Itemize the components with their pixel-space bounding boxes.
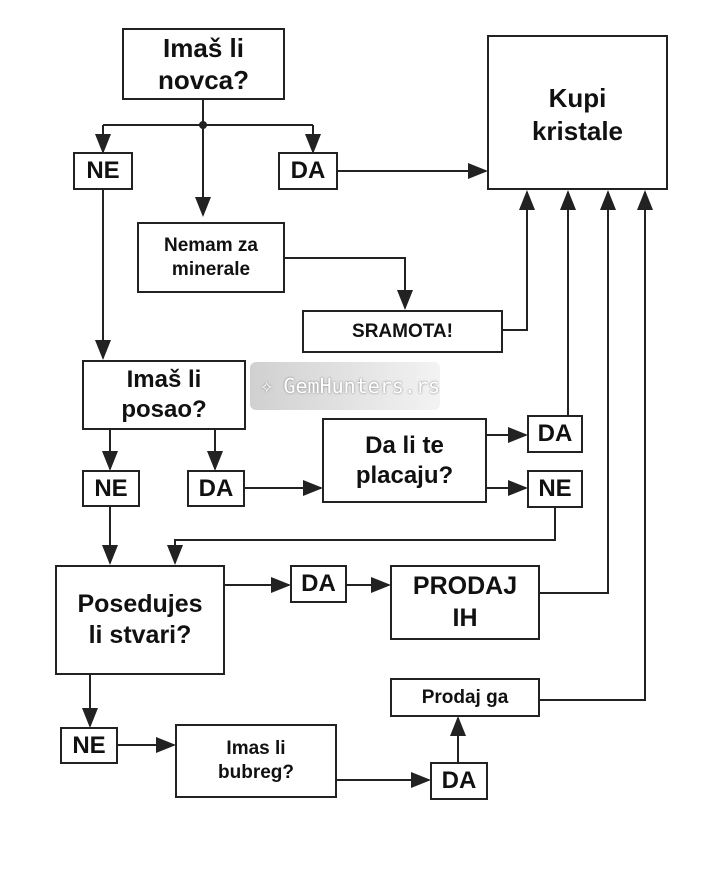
node-prodaj-ih: PRODAJ IH — [390, 565, 540, 640]
node-imas-li-novca: Imaš li novca? — [122, 28, 285, 100]
node-nemam-za-minerale: Nemam za minerale — [137, 222, 285, 293]
junction-dot — [199, 121, 207, 129]
node-da-li-te-placaju: Da li te placaju? — [322, 418, 487, 503]
crystal-icon: ✧ — [260, 373, 274, 399]
node-prodaj-ga: Prodaj ga — [390, 678, 540, 717]
node-imas-li-posao: Imaš li posao? — [82, 360, 246, 430]
node-da-stvari: DA — [290, 565, 347, 603]
node-kupi-kristale: Kupi kristale — [487, 35, 668, 190]
node-ne-stvari: NE — [60, 727, 118, 764]
watermark-text: GemHunters.rs — [283, 374, 440, 398]
node-da-placaju: DA — [527, 415, 583, 453]
node-imas-li-bubreg: Imas li bubreg? — [175, 724, 337, 798]
node-ne-novca: NE — [73, 152, 133, 190]
node-ne-posao: NE — [82, 470, 140, 507]
node-da-novca: DA — [278, 152, 338, 190]
watermark: ✧ GemHunters.rs — [250, 362, 440, 410]
node-da-bubreg: DA — [430, 762, 488, 800]
node-posedujes-li-stvari: Posedujes li stvari? — [55, 565, 225, 675]
node-da-posao: DA — [187, 470, 245, 507]
node-sramota: SRAMOTA! — [302, 310, 503, 353]
node-ne-placaju: NE — [527, 470, 583, 508]
